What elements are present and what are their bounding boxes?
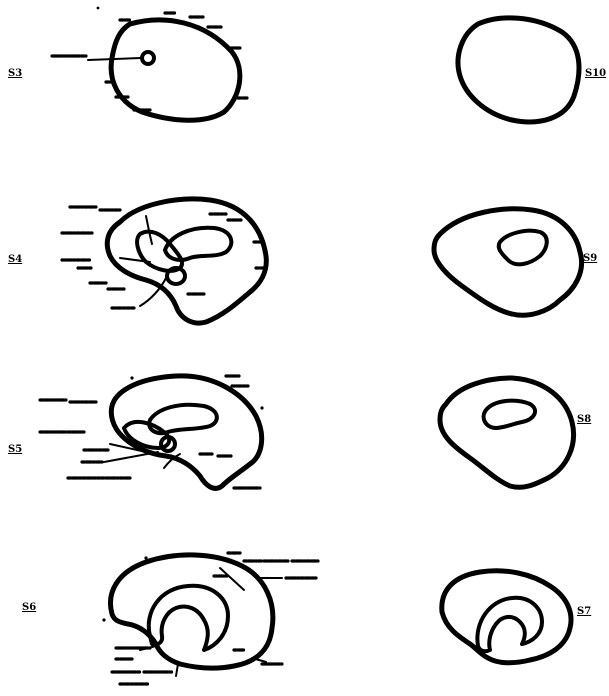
section-s7: S7 <box>442 571 591 663</box>
section-s6-annotation-dot <box>144 556 147 559</box>
section-s3-plate-label: S3 <box>8 68 22 79</box>
section-s6-outline <box>110 555 272 668</box>
section-s5-leader-line <box>104 452 158 462</box>
section-s5: S5 <box>8 376 264 489</box>
section-s3: S3 <box>8 7 247 121</box>
section-s8: S8 <box>440 378 591 487</box>
section-s5-annotation-dot <box>130 376 133 379</box>
section-s4-plate-label: S4 <box>8 254 22 265</box>
section-s5-annotation-dot <box>260 406 263 409</box>
section-s9-ventricle <box>499 231 547 265</box>
section-s9: S9 <box>434 209 597 315</box>
section-s6-lateral-ventricle <box>149 586 228 650</box>
section-s6-annotation-dot <box>102 618 105 621</box>
section-s8-plate-label: S8 <box>577 414 591 425</box>
section-s4: S4 <box>8 199 266 323</box>
section-s5-outline <box>111 376 261 489</box>
section-s5-plate-label: S5 <box>8 444 22 455</box>
section-s8-outline <box>440 378 574 487</box>
section-s10: S10 <box>458 18 606 122</box>
section-s10-outline <box>458 18 579 122</box>
section-s6: S6 <box>22 553 318 684</box>
section-s8-ventricle <box>484 401 535 428</box>
section-s3-ventricle-dot <box>142 52 154 64</box>
section-s6-leader-line <box>220 568 244 590</box>
section-s7-ventricle <box>477 598 542 651</box>
section-s6-leader-line <box>176 664 178 676</box>
section-s7-plate-label: S7 <box>577 606 591 617</box>
section-s10-plate-label: S10 <box>585 68 606 79</box>
section-s4-lateral-ventricle <box>165 228 231 260</box>
section-s3-outline <box>111 20 240 120</box>
section-s3-leader-line <box>88 58 141 60</box>
section-s3-annotation-dot <box>97 7 100 10</box>
section-s6-plate-label: S6 <box>22 602 36 613</box>
section-s9-plate-label: S9 <box>583 253 597 264</box>
